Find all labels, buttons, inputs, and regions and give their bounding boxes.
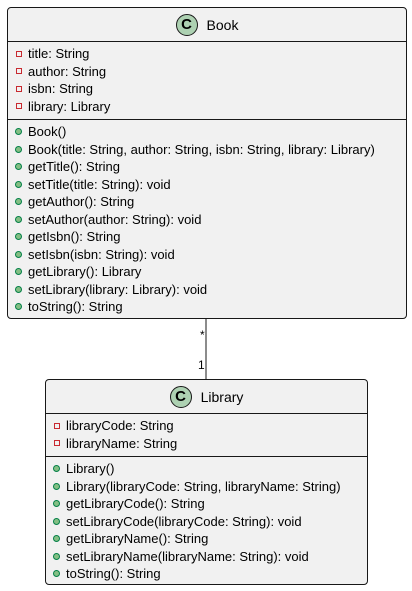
class-icon: C (169, 385, 192, 408)
book-class-name: Book (206, 16, 239, 33)
attribute: title: String (8, 45, 406, 63)
public-icon (15, 128, 22, 136)
method: getIsbn(): String (8, 228, 406, 246)
method: setLibraryName(libraryName: String): voi… (46, 548, 367, 566)
private-icon (15, 85, 22, 92)
attribute: libraryCode: String (46, 417, 367, 435)
public-icon (15, 303, 22, 311)
attribute: library: Library (8, 98, 406, 116)
attribute: isbn: String (8, 80, 406, 98)
public-icon (53, 535, 60, 543)
public-icon (15, 198, 22, 206)
library-attributes: libraryCode: String libraryName: String (46, 414, 367, 457)
library-class: C Library libraryCode: String libraryNam… (45, 379, 368, 585)
public-icon (15, 250, 22, 258)
public-icon (53, 500, 60, 508)
public-icon (53, 482, 60, 490)
method: setIsbn(isbn: String): void (8, 246, 406, 264)
library-class-name: Library (200, 388, 244, 405)
method: Book(title: String, author: String, isbn… (8, 141, 406, 159)
public-icon (53, 570, 60, 578)
book-class: C Book title: String author: String isbn… (7, 7, 407, 319)
public-icon (15, 233, 22, 241)
public-icon (15, 268, 22, 276)
attribute: libraryName: String (46, 435, 367, 453)
book-class-header: C Book (8, 8, 406, 42)
library-class-header: C Library (46, 380, 367, 414)
book-methods: Book() Book(title: String, author: Strin… (8, 120, 406, 320)
method: setLibrary(library: Library): void (8, 281, 406, 299)
private-icon (15, 103, 22, 110)
method: getLibrary(): Library (8, 263, 406, 281)
method: Library(libraryCode: String, libraryName… (46, 478, 367, 496)
method: setAuthor(author: String): void (8, 211, 406, 229)
book-multiplicity: * (200, 328, 205, 342)
method: setLibraryCode(libraryCode: String): voi… (46, 513, 367, 531)
public-icon (53, 465, 60, 473)
private-icon (53, 440, 60, 447)
book-attributes: title: String author: String isbn: Strin… (8, 42, 406, 120)
private-icon (53, 422, 60, 429)
private-icon (15, 50, 22, 57)
method: Library() (46, 460, 367, 478)
class-icon: C (175, 13, 198, 36)
method: getLibraryCode(): String (46, 495, 367, 513)
method: toString(): String (46, 565, 367, 583)
public-icon (15, 215, 22, 223)
public-icon (53, 517, 60, 525)
public-icon (15, 180, 22, 188)
method: setTitle(title: String): void (8, 176, 406, 194)
library-methods: Library() Library(libraryCode: String, l… (46, 457, 367, 587)
method: getAuthor(): String (8, 193, 406, 211)
attribute: author: String (8, 63, 406, 81)
public-icon (15, 145, 22, 153)
method: Book() (8, 123, 406, 141)
private-icon (15, 68, 22, 75)
library-multiplicity: 1 (198, 358, 205, 372)
public-icon (15, 285, 22, 293)
method: toString(): String (8, 298, 406, 316)
public-icon (15, 163, 22, 171)
method: getLibraryName(): String (46, 530, 367, 548)
public-icon (53, 552, 60, 560)
method: getTitle(): String (8, 158, 406, 176)
